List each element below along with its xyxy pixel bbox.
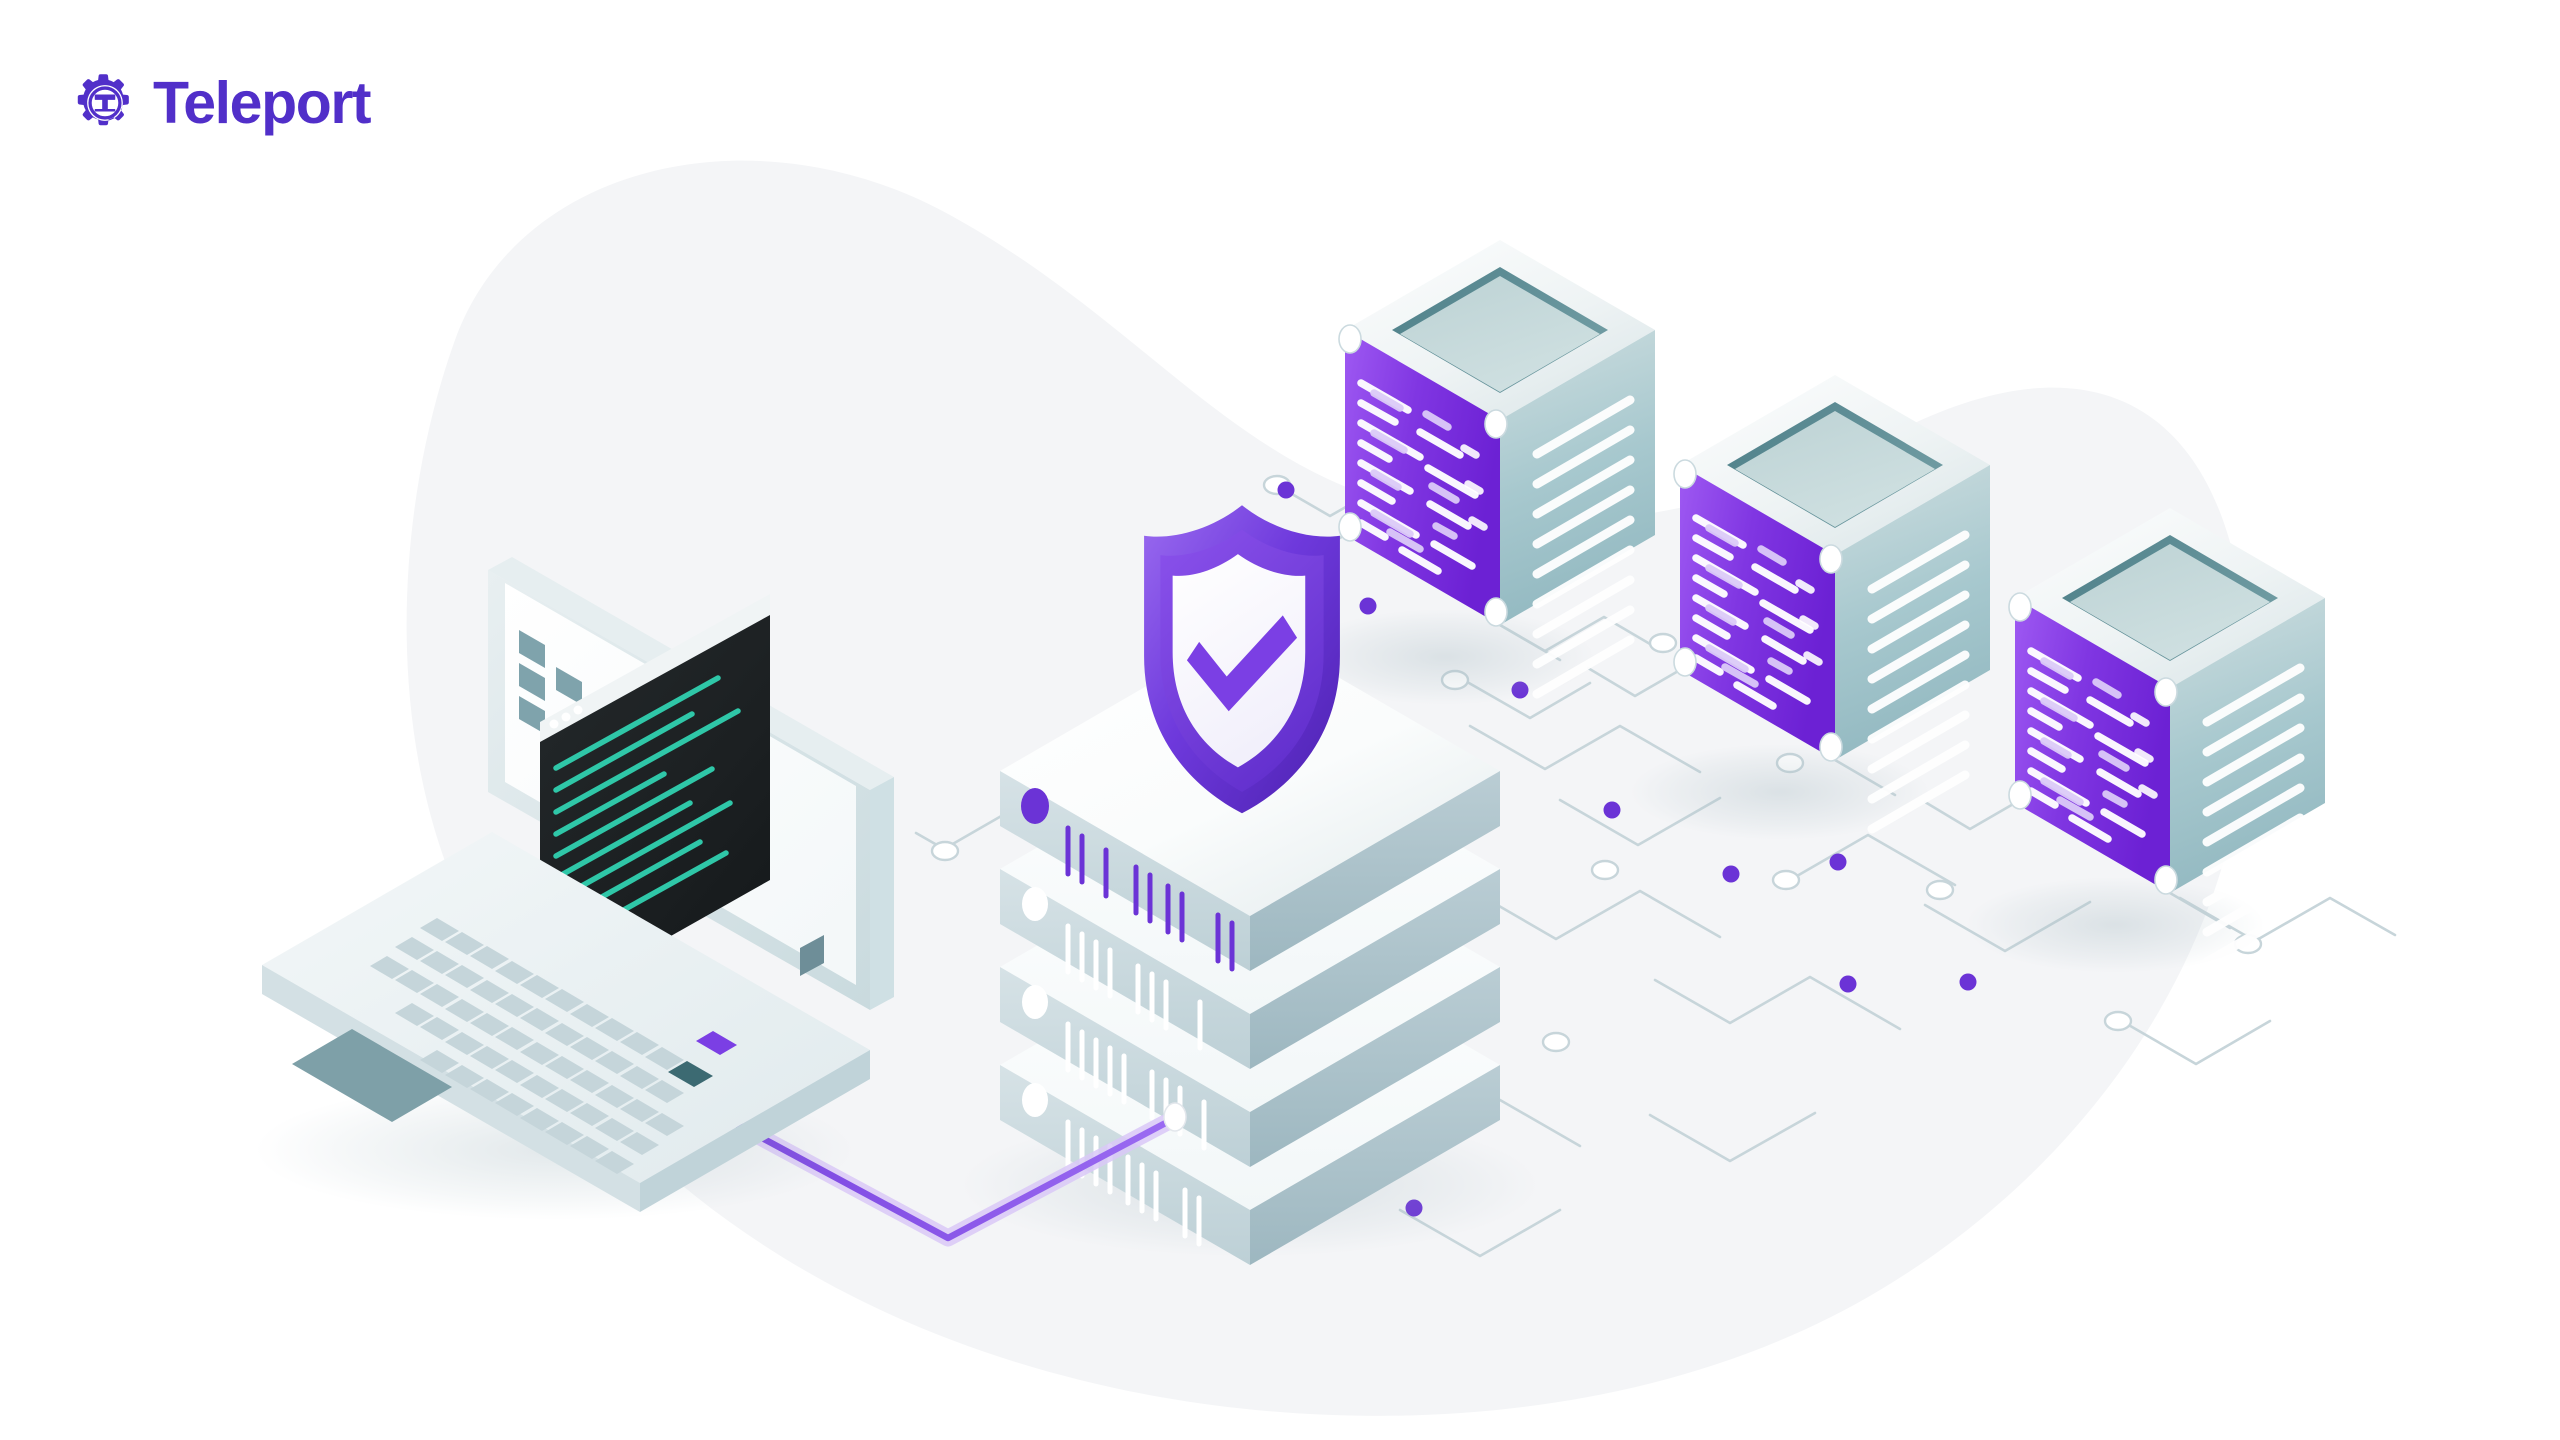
stack-ticks (1065, 1119, 1202, 1247)
server-screw (2008, 592, 2178, 895)
rack-server-1[interactable] (1295, 240, 1655, 705)
shield-badge[interactable] (1144, 505, 1340, 814)
stack-ticks (1065, 923, 1203, 1051)
status-led-active (1021, 788, 1049, 824)
rack-server-2[interactable] (1630, 375, 1990, 840)
cable-connector-server (1163, 1102, 1187, 1132)
status-led (1022, 1083, 1048, 1117)
server-screw (1673, 459, 1843, 762)
server-vent-slats (1867, 530, 1970, 834)
teleport-gear-t-logo-icon (77, 74, 129, 126)
terminal-code-lines (553, 675, 741, 915)
laptop-base (262, 832, 870, 1212)
lid-ui-tiles (519, 630, 582, 734)
rack-server-3[interactable] (1965, 508, 2325, 973)
terminal-window-controls (549, 705, 583, 729)
key-accent (696, 1031, 737, 1055)
status-led (1022, 985, 1048, 1019)
shield-check-icon (1186, 615, 1298, 712)
key-dark (668, 1061, 713, 1087)
status-led (1022, 887, 1048, 921)
brand-wordmark: Teleport (153, 69, 372, 136)
trackpad (292, 1029, 452, 1122)
brand-lockup[interactable]: Teleport (74, 69, 372, 136)
stack-ticks-active (1065, 825, 1235, 972)
server-vent-slats (2202, 663, 2305, 967)
server-screw (1338, 324, 1508, 627)
keyboard-keys (370, 918, 684, 1174)
server-code-dashes (1692, 514, 1823, 710)
server-vent-slats (1532, 395, 1635, 699)
server-code-dashes (2027, 647, 2158, 843)
server-code-dashes (1357, 379, 1488, 575)
laptop[interactable] (255, 557, 894, 1220)
lid-accent-chip (800, 935, 824, 976)
